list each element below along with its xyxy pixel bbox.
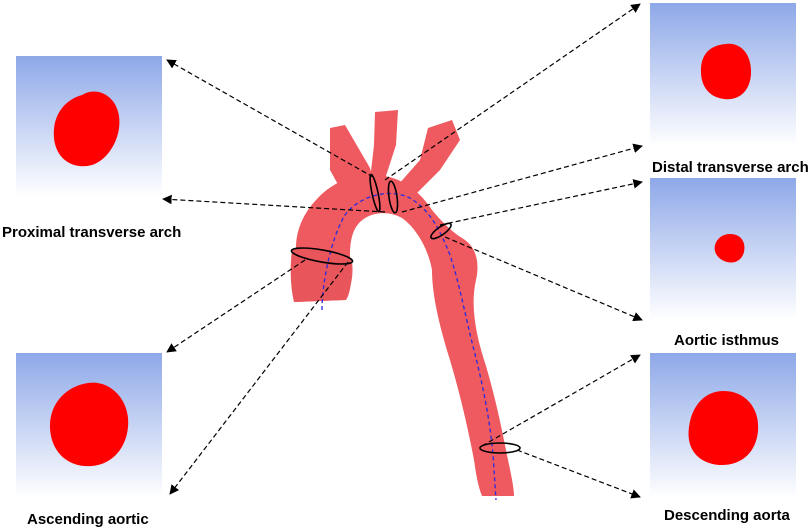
ring-ascending xyxy=(290,247,354,265)
ring-isthmus xyxy=(430,222,452,240)
label-descending-aorta: Descending aorta xyxy=(664,507,791,524)
arrow-proximal-lower xyxy=(162,194,386,213)
panel-aortic-isthmus xyxy=(650,178,796,320)
arrow-descending-upper xyxy=(481,354,641,447)
aortic-arch-body xyxy=(296,175,514,496)
arrow-distal-upper xyxy=(384,3,641,181)
arrow-proximal-upper xyxy=(166,59,374,178)
arrow-isthmus-upper xyxy=(439,179,643,226)
lumen-isthmus xyxy=(714,234,745,263)
ring-descending xyxy=(479,442,521,454)
label-proximal-transverse-arch: Proximal transverse arch xyxy=(2,224,181,241)
arrow-distal-lower xyxy=(401,143,643,213)
label-aortic-isthmus: Aortic isthmus xyxy=(674,332,779,349)
lumen-proximal xyxy=(53,91,120,167)
lumen-descending xyxy=(688,391,759,466)
label-ascending-aortic: Ascending aortic xyxy=(27,511,149,528)
panel-distal-transverse-arch xyxy=(650,3,796,146)
arrow-isthmus-lower xyxy=(444,236,643,322)
lumen-distal xyxy=(700,43,752,100)
label-distal-transverse-arch: Distal transverse arch xyxy=(652,159,809,176)
ring-proximal xyxy=(369,173,381,213)
panel-proximal-transverse-arch xyxy=(16,56,162,196)
aorta-model xyxy=(290,110,514,496)
left-carotid-branch xyxy=(370,110,398,182)
arrow-ascending-upper xyxy=(166,259,306,353)
ring-distal xyxy=(387,180,399,214)
panel-descending-aorta xyxy=(650,353,796,498)
left-subclavian-branch xyxy=(398,120,460,198)
arrow-ascending-lower xyxy=(169,261,349,495)
lumen-ascending xyxy=(49,382,129,467)
ascending-aorta-stump xyxy=(290,248,353,302)
panel-ascending-aortic xyxy=(16,353,162,498)
arrow-descending-lower xyxy=(516,449,641,499)
